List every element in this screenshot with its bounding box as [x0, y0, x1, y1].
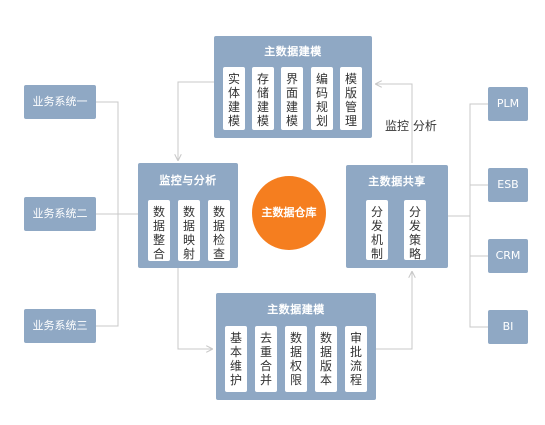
- card-data-integration[interactable]: 数据整合: [148, 200, 170, 261]
- right-bracket-line: [448, 103, 488, 328]
- card-data-check[interactable]: 数据检查: [208, 200, 230, 261]
- bottom-modeling-panel: 主数据建模 基本维护 去重合并 数据权限 数据版本 审批流程: [216, 293, 376, 400]
- business-system-2[interactable]: 业务系统二: [24, 197, 96, 231]
- card-ui-modeling[interactable]: 界面建模: [281, 67, 303, 130]
- system-crm[interactable]: CRM: [488, 239, 528, 273]
- system-plm[interactable]: PLM: [488, 87, 528, 121]
- left-panel-title: 监控与分析: [159, 174, 217, 187]
- business-system-1[interactable]: 业务系统一: [24, 85, 96, 119]
- top-panel-title: 主数据建模: [264, 45, 322, 58]
- right-panel-title: 主数据共享: [368, 175, 426, 188]
- card-storage-modeling[interactable]: 存储建模: [252, 67, 274, 130]
- card-distribution-mechanism[interactable]: 分发机制: [366, 200, 388, 261]
- card-dedup-merge[interactable]: 去重合并: [255, 326, 277, 392]
- card-data-permission[interactable]: 数据权限: [285, 326, 307, 392]
- arrow-bottom-to-right: [376, 272, 412, 350]
- card-template-management[interactable]: 模版管理: [340, 67, 362, 130]
- monitor-analysis-panel: 监控与分析 数据整合 数据映射 数据检查: [138, 163, 238, 268]
- card-basic-maintenance[interactable]: 基本维护: [225, 326, 247, 392]
- system-esb[interactable]: ESB: [488, 168, 528, 202]
- bottom-panel-title: 主数据建模: [267, 303, 325, 316]
- card-code-planning[interactable]: 编码规划: [311, 67, 333, 130]
- card-data-version[interactable]: 数据版本: [315, 326, 337, 392]
- monitor-analysis-label: 监控 分析: [385, 119, 437, 133]
- card-data-mapping[interactable]: 数据映射: [178, 200, 200, 261]
- arrow-left-to-bottom: [177, 268, 212, 349]
- card-distribution-strategy[interactable]: 分发策略: [404, 200, 426, 261]
- card-entity-modeling[interactable]: 实体建模: [223, 67, 245, 130]
- arrow-top-to-left: [178, 81, 214, 160]
- data-sharing-panel: 主数据共享 分发机制 分发策略: [346, 165, 448, 268]
- left-bracket-line: [96, 101, 138, 327]
- master-data-warehouse-hub[interactable]: 主数据仓库: [252, 176, 326, 250]
- card-approval-process[interactable]: 审批流程: [345, 326, 367, 392]
- business-system-3[interactable]: 业务系统三: [24, 309, 96, 343]
- top-modeling-panel: 主数据建模 实体建模 存储建模 界面建模 编码规划 模版管理: [214, 36, 372, 138]
- system-bi[interactable]: BI: [488, 310, 528, 344]
- arrow-right-to-top: [376, 84, 413, 163]
